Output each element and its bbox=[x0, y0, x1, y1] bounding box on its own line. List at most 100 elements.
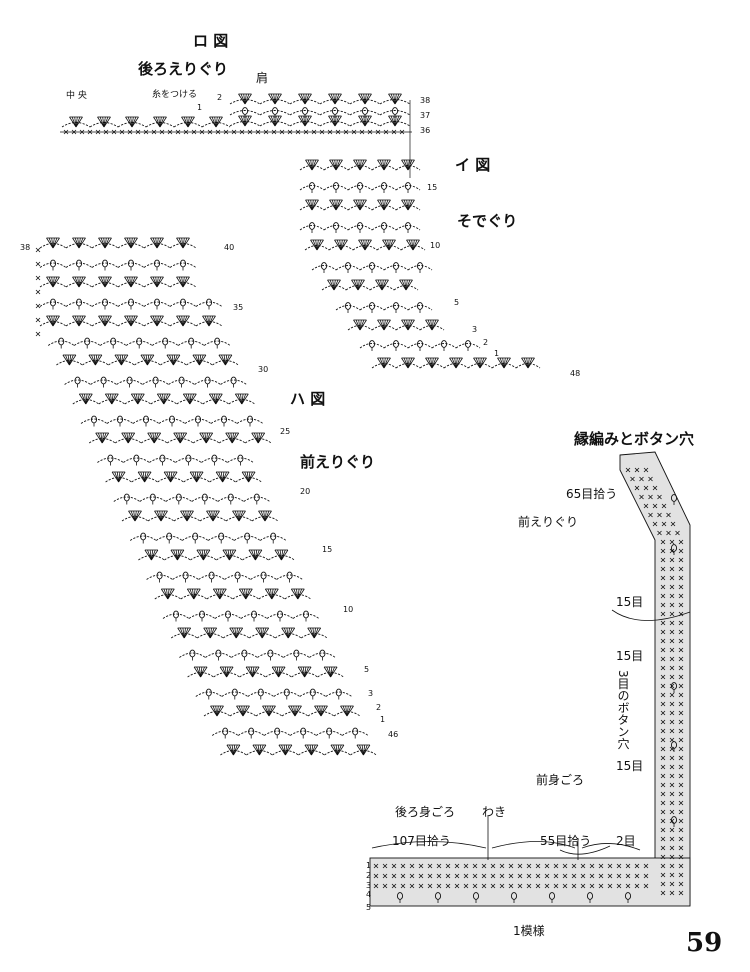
fan-stitch bbox=[181, 237, 184, 249]
single-crochet bbox=[382, 883, 388, 889]
single-crochet bbox=[239, 129, 245, 135]
fan-stitch bbox=[403, 159, 409, 171]
fan-stitch bbox=[262, 705, 270, 717]
fan-stitch bbox=[383, 199, 391, 211]
fan-stitch bbox=[340, 239, 348, 251]
single-crochet bbox=[660, 665, 666, 671]
fan-stitch bbox=[178, 276, 184, 288]
chain-arc bbox=[162, 613, 190, 619]
chain-arc bbox=[221, 691, 249, 697]
picot-loop bbox=[140, 532, 147, 541]
chain-arc bbox=[166, 438, 194, 444]
fan-stitch bbox=[162, 393, 165, 405]
fan-stitch bbox=[340, 705, 348, 717]
chain-arc bbox=[359, 265, 385, 271]
single-crochet bbox=[499, 873, 505, 879]
fan-stitch bbox=[121, 432, 129, 444]
fan-stitch bbox=[431, 319, 434, 331]
fan-stitch bbox=[253, 432, 259, 444]
picot-loop bbox=[198, 610, 206, 619]
fan-stitch bbox=[118, 471, 121, 483]
fan-stitch bbox=[334, 115, 342, 127]
single-crochet bbox=[526, 883, 532, 889]
chain-arc bbox=[173, 516, 201, 522]
fan-stitch bbox=[155, 116, 161, 128]
fan-stitch bbox=[336, 239, 342, 251]
fan-stitch bbox=[130, 315, 138, 327]
fan-stitch bbox=[220, 471, 223, 483]
chain-arc bbox=[323, 165, 349, 171]
fan-stitch bbox=[358, 199, 361, 211]
fan-stitch bbox=[355, 319, 361, 331]
single-crochet bbox=[231, 129, 237, 135]
chain-arc bbox=[207, 535, 235, 541]
chain-arc bbox=[214, 613, 242, 619]
fan-stitch bbox=[403, 199, 409, 211]
fan-stitch bbox=[412, 239, 415, 251]
single-crochet bbox=[562, 883, 568, 889]
label-armhole: そでぐり bbox=[457, 212, 518, 230]
chain-arc bbox=[82, 360, 109, 366]
chain-arc bbox=[65, 262, 93, 268]
fan-stitch bbox=[168, 471, 171, 483]
fan-stitch bbox=[65, 354, 70, 366]
chain-arc bbox=[266, 613, 294, 619]
fan-stitch bbox=[240, 93, 246, 105]
chain-arc bbox=[99, 340, 127, 346]
label-15-stitches-b: 15目 bbox=[616, 649, 644, 663]
fan-stitch bbox=[406, 159, 409, 171]
single-crochet bbox=[678, 863, 684, 869]
picot-loop bbox=[260, 571, 267, 580]
fan-stitch bbox=[207, 315, 210, 327]
fan-stitch bbox=[427, 319, 433, 331]
single-crochet bbox=[669, 764, 675, 770]
chain-arc bbox=[198, 574, 225, 580]
chain-arc bbox=[213, 672, 240, 678]
fan-stitch bbox=[346, 705, 349, 717]
fan-stitch bbox=[430, 319, 433, 331]
single-crochet bbox=[199, 129, 205, 135]
fan-stitch bbox=[315, 239, 318, 251]
fan-stitch bbox=[297, 666, 305, 678]
single-crochet bbox=[373, 883, 379, 889]
chain-arc bbox=[259, 535, 287, 541]
single-crochet bbox=[35, 261, 41, 267]
fan-stitch bbox=[69, 116, 77, 128]
fan-stitch bbox=[268, 93, 276, 105]
fan-stitch bbox=[104, 315, 112, 327]
single-crochet bbox=[675, 530, 680, 536]
fan-stitch bbox=[236, 705, 244, 717]
picot-loop bbox=[189, 649, 196, 658]
single-crochet bbox=[517, 873, 523, 879]
single-crochet bbox=[661, 521, 667, 527]
single-crochet bbox=[35, 247, 41, 253]
single-crochet bbox=[669, 665, 675, 671]
row-i-1: 1 bbox=[494, 349, 500, 358]
picot-loop bbox=[172, 610, 180, 619]
single-crochet bbox=[660, 782, 666, 788]
single-crochet bbox=[661, 503, 667, 509]
fan-stitch bbox=[235, 627, 238, 639]
single-crochet bbox=[119, 129, 125, 135]
fan-stitch bbox=[305, 199, 313, 211]
single-crochet bbox=[669, 890, 675, 896]
single-crochet bbox=[616, 863, 622, 869]
break-line bbox=[611, 609, 691, 621]
fan-stitch bbox=[152, 315, 158, 327]
single-crochet bbox=[151, 129, 157, 135]
chain-arc bbox=[395, 185, 421, 191]
single-crochet bbox=[643, 467, 649, 473]
fan-stitch bbox=[163, 393, 171, 405]
fan-stitch bbox=[241, 705, 244, 717]
fan-stitch bbox=[218, 354, 226, 366]
fan-stitch bbox=[186, 116, 189, 128]
fan-stitch bbox=[316, 239, 319, 251]
fan-stitch bbox=[177, 627, 185, 639]
chain-arc bbox=[228, 399, 256, 405]
fan-stitch bbox=[241, 471, 249, 483]
fan-stitch bbox=[255, 549, 263, 561]
fan-stitch bbox=[111, 393, 114, 405]
fan-stitch bbox=[271, 588, 279, 600]
chain-arc bbox=[407, 305, 433, 311]
single-crochet bbox=[445, 873, 451, 879]
